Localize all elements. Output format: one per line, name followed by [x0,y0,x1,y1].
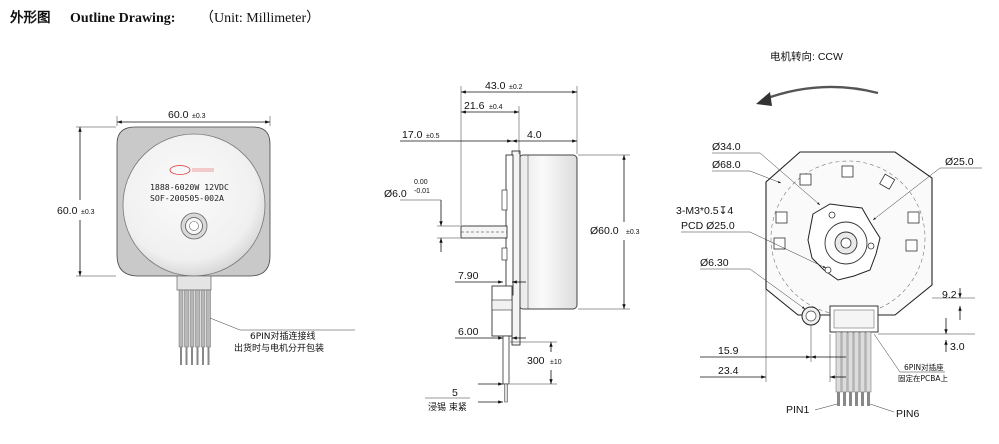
rotation-note: 电机转向: CCW [770,50,843,63]
cable-note-line2: 出货时与电机分开包装 [234,342,324,354]
side-tin-len: 5 [452,387,458,399]
back-connector-wires [835,331,872,406]
title-en: Outline Drawing: [70,11,175,26]
pin1-label: PIN1 [786,404,810,416]
back-pcd: PCD Ø25.0 [681,220,735,232]
front-cable-wires [178,289,211,365]
side-shaft-tol-upper: 0.00 [414,179,428,186]
side-overall-tol: ±0.2 [509,84,523,91]
side-body-dia: Ø60.0 [590,225,619,237]
side-flange-dim: 4.0 [527,129,542,141]
side-shaft-dim: 17.0 [402,129,423,141]
side-tin-note: 浸锡 束紧 [428,402,467,413]
side-overall-dim: 43.0 [485,80,506,92]
back-screw-spec: 3-M3*0.5↧4 [676,205,733,217]
motor-serial-label: SOF-200505-002A [150,193,224,203]
front-height-dim: 60.0 [57,205,78,217]
title-cn: 外形图 [10,9,51,26]
connector-note-line2: 固定在PCBA上 [898,373,949,383]
back-dim-92: 9.2 [942,289,957,301]
side-cable-len-tol: ±10 [550,359,562,366]
front-width-dim: 60.0 [168,109,189,121]
back-dia-25: Ø25.0 [945,156,974,168]
side-mid-dim: 21.6 [464,100,485,112]
back-dim-159: 15.9 [718,345,739,357]
pin6-label: PIN6 [896,408,920,420]
side-dim-600: 6.00 [458,326,479,338]
front-view: 1888-6020W 12VDC SOF-200505-002A 60.0 ±0… [57,109,355,365]
back-dia-68: Ø68.0 [712,159,741,171]
side-mid-tol: ±0.4 [489,104,503,111]
side-shaft-tol: ±0.5 [426,133,440,140]
side-cable-len: 300 [527,355,545,367]
ccw-rotation-arrow-icon [761,85,879,102]
back-dia-34: Ø34.0 [712,141,741,153]
side-view: 43.0 ±0.2 21.6 ±0.4 17.0 ±0.5 4.0 Ø6.0 0… [384,80,640,413]
motor-model-label: 1888-6020W 12VDC [150,182,229,192]
side-body-dia-tol: ±0.3 [626,229,640,236]
title-unit: （Unit: Millimeter） [200,10,320,26]
front-height-tol: ±0.3 [81,209,95,216]
side-shaft-tol-lower: -0.01 [414,188,430,195]
side-dim-790: 7.90 [458,270,479,282]
cable-note-line1: 6PIN对插连接线 [250,330,316,342]
back-view: 电机转向: CCW [676,50,982,420]
side-shaft-dia: Ø6.0 [384,188,407,200]
connector-note-line1: 6PIN对插座 [904,362,944,372]
front-width-tol: ±0.3 [192,113,206,120]
back-dia-630: Ø6.30 [700,257,729,269]
back-dim-234: 23.4 [718,365,739,377]
back-dim-30: 3.0 [950,341,965,353]
brand-logo-icon [169,165,191,175]
